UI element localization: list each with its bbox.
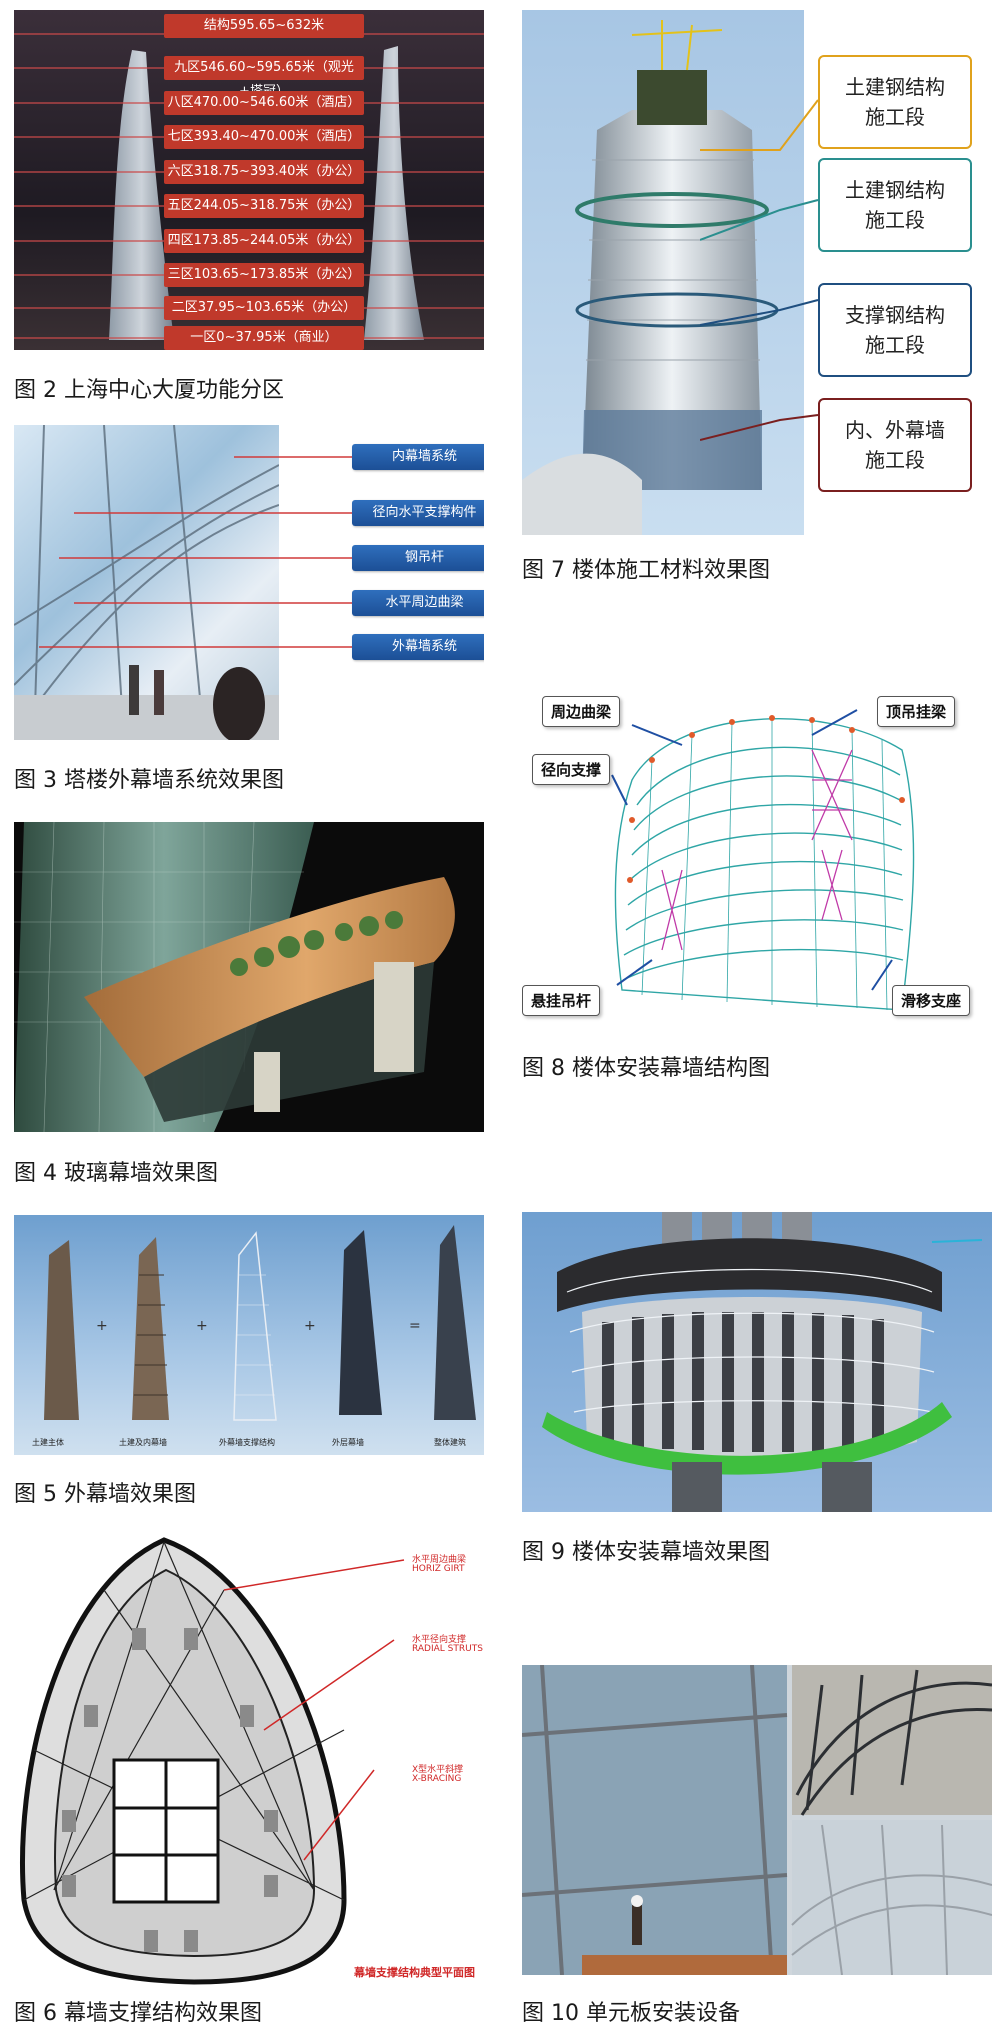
fig8-tag: 悬挂吊杆 [522,985,601,1016]
fig5-op: + [96,1318,108,1334]
fig7-box: 支撑钢结构施工段 [818,283,972,377]
fig5-label: 外层幕墙 [332,1438,364,1447]
fig7-leaders [700,99,819,441]
fig7-caption: 图 7 楼体施工材料效果图 [522,558,770,583]
zone-label: 九区546.60~595.65米（观光+塔冠） [164,56,364,99]
fig7-box-line: 施工段 [865,448,925,472]
fig7-box-line: 施工段 [865,333,925,357]
fig6-note-cn: 水平周边曲梁 [412,1555,467,1565]
tower-silhouettes [14,33,484,340]
fig5-op: + [196,1318,208,1334]
fig6-caption: 图 6 幕墙支撑结构效果图 [14,2001,262,2026]
zone-label: 二区37.95~103.65米（办公） [164,296,364,320]
fig3-label: 外幕墙系统 [352,634,484,660]
fig7-box: 土建钢结构施工段 [818,55,972,149]
fig3-label: 内幕墙系统 [352,444,484,470]
fig8-tag: 顶吊挂梁 [877,696,956,727]
fig7-box-line: 支撑钢结构 [845,303,945,327]
fig7-box: 土建钢结构施工段 [818,158,972,252]
zone-label: 七区393.40~470.00米（酒店） [164,125,364,149]
fig10-image [522,1665,992,1975]
fig7-box-line: 内、外幕墙 [845,418,945,442]
fig7-box-line: 施工段 [865,105,925,129]
fig8-tag: 径向支撑 [532,754,611,785]
fig5-caption: 图 5 外幕墙效果图 [14,1482,196,1507]
fig5-label: 土建及内幕墙 [119,1438,167,1447]
fig8-image: 周边曲梁 顶吊挂梁 径向支撑 悬挂吊杆 滑移支座 [522,690,982,1030]
fig4-caption: 图 4 玻璃幕墙效果图 [14,1161,218,1186]
zone-label: 八区470.00~546.60米（酒店） [164,91,364,115]
fig5-label: 整体建筑 [434,1438,466,1447]
fig8-tag: 周边曲梁 [542,696,621,727]
fig8-tag: 滑移支座 [892,985,971,1016]
fig7-box-line: 土建钢结构 [845,75,945,99]
fig9-image [522,1212,992,1512]
zone-label: 一区0~37.95米（商业） [164,326,364,350]
fig3-label: 钢吊杆 [352,545,484,571]
zone-label: 结构595.65~632米 [164,14,364,38]
leader-lines [39,456,352,648]
fig3-label: 径向水平支撑构件 [352,500,484,526]
fig3-label: 水平周边曲梁 [352,590,484,616]
fig6-note-en: X-BRACING [412,1774,462,1784]
fig5-op: + [304,1318,316,1334]
zone-label: 五区244.05~318.75米（办公） [164,194,364,218]
fig4-image [14,822,484,1132]
fig7-box-line: 施工段 [865,208,925,232]
fig10-caption: 图 10 单元板安装设备 [522,2001,740,2026]
fig5-label: 土建主体 [32,1438,64,1447]
fig6-note-cn: 水平径向支撑 [412,1635,467,1645]
zone-label: 四区173.85~244.05米（办公） [164,229,364,253]
fig6-image: 水平周边曲梁 HORIZ GIRT 水平径向支撑 RADIAL STRUTS X… [14,1530,484,1990]
fig5-op: = [409,1318,421,1334]
fig8-caption: 图 8 楼体安装幕墙结构图 [522,1056,770,1081]
atrium-photo [14,425,279,740]
fig5-label: 外幕墙支撑结构 [219,1438,275,1447]
fig6-plan-title: 幕墙支撑结构典型平面图 [354,1966,475,1979]
fig3-caption: 图 3 塔楼外幕墙系统效果图 [14,768,284,793]
fig6-note-cn: X型水平斜撑 [412,1765,464,1775]
fig6-note-en: RADIAL STRUTS [412,1644,483,1654]
fig2-caption: 图 2 上海中心大厦功能分区 [14,378,284,403]
fig9-caption: 图 9 楼体安装幕墙效果图 [522,1540,770,1565]
zone-label: 六区318.75~393.40米（办公） [164,160,364,184]
fig7-image [522,10,804,535]
fig6-note-en: HORIZ GIRT [412,1564,465,1574]
fig3-image: 内幕墙系统 径向水平支撑构件 钢吊杆 水平周边曲梁 外幕墙系统 [14,425,484,740]
fig2-image: 结构595.65~632米 九区546.60~595.65米（观光+塔冠） 八区… [14,10,484,350]
zone-label: 三区103.65~173.85米（办公） [164,263,364,287]
fig7-box: 内、外幕墙施工段 [818,398,972,492]
fig5-image: + + + = 土建主体 土建及内幕墙 外幕墙支撑结构 外层幕墙 整体建筑 [14,1215,484,1455]
fig7-box-line: 土建钢结构 [845,178,945,202]
